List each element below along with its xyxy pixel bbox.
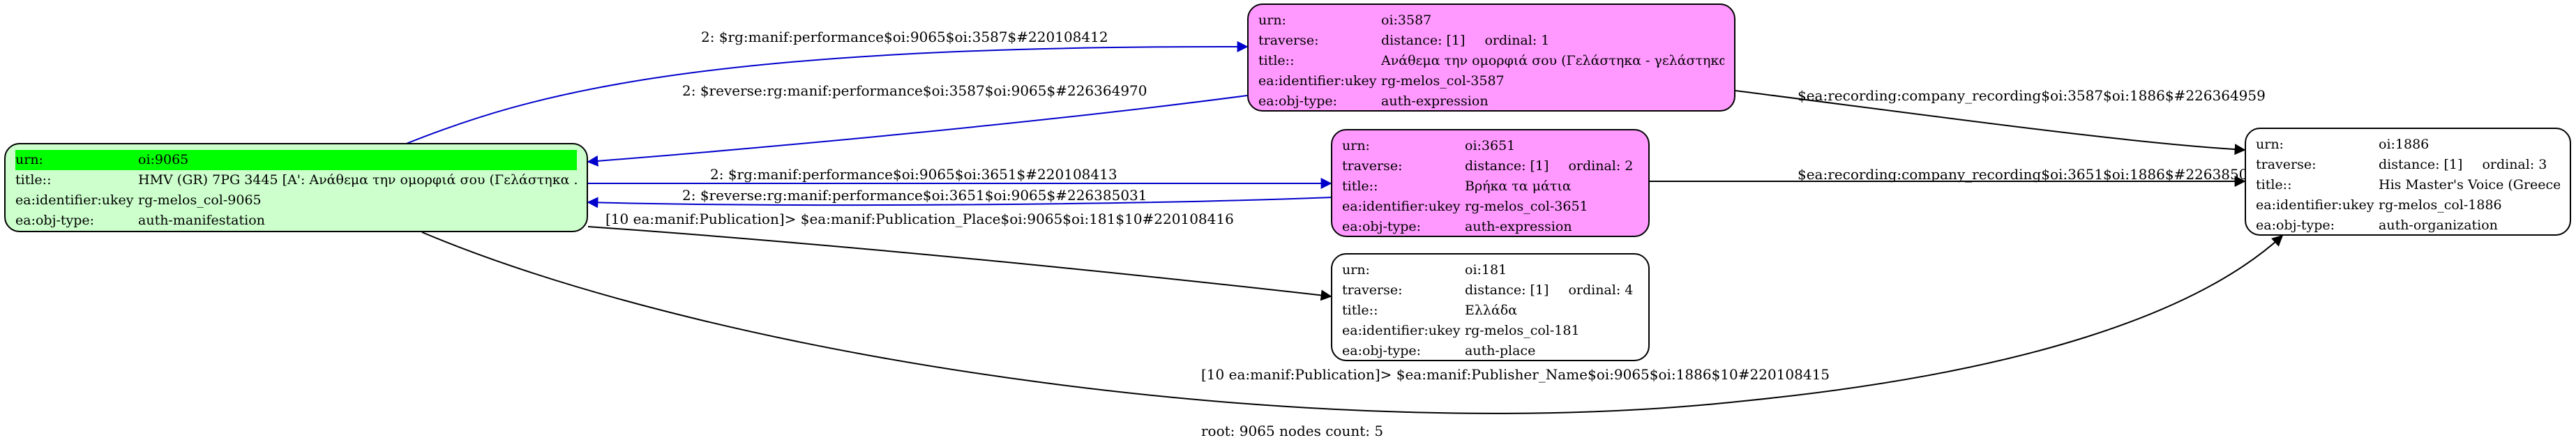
node-row-title: title:: Ελλάδα bbox=[1342, 303, 1518, 318]
node-row-urn: urn: oi:9065 bbox=[15, 150, 577, 170]
node-row-title: title:: HMV (GR) 7PG 3445 [A': Ανάθεμα τ… bbox=[15, 172, 577, 188]
node-row-obj-type: ea:obj-type: auth-organization bbox=[2256, 218, 2498, 233]
node-row-title: title:: Ανάθεμα την ομορφιά σου (Γελάστη… bbox=[1258, 53, 1724, 68]
node-row-urn: urn: oi:3651 bbox=[1342, 138, 1516, 153]
edge-label-company-recording-3587-1886: $ea:recording:company_recording$oi:3587$… bbox=[1798, 87, 2266, 104]
node-oi-3651[interactable]: urn: oi:3651 traverse: distance: [1]ordi… bbox=[1331, 129, 1650, 237]
edge-label-publisher-name-9065-1886: [10 ea:manif:Publication]> $ea:manif:Pub… bbox=[1201, 366, 1830, 383]
node-oi-1886[interactable]: urn: oi:1886 traverse: distance: [1]ordi… bbox=[2245, 128, 2571, 236]
edge-label-reverse-performance-3587-9065: 2: $reverse:rg:manif:performance$oi:3587… bbox=[682, 82, 1147, 99]
node-row-ukey: ea:identifier:ukey rg-melos_col-3651 bbox=[1342, 199, 1588, 214]
node-row-obj-type: ea:obj-type: auth-expression bbox=[1342, 219, 1572, 234]
edge-reverse-performance-3651-9065 bbox=[587, 197, 1332, 209]
node-row-ukey: ea:identifier:ukey rg-melos_col-181 bbox=[1342, 323, 1580, 338]
node-row-traverse: traverse: distance: [1]ordinal: 4 bbox=[1342, 282, 1634, 298]
node-row-urn: urn: oi:3587 bbox=[1258, 13, 1432, 28]
node-row-traverse: traverse: distance: [1]ordinal: 2 bbox=[1342, 158, 1634, 174]
edge-publisher-name-9065-1886 bbox=[421, 232, 2284, 414]
edge-label-performance-9065-3587: 2: $rg:manif:performance$oi:9065$oi:3587… bbox=[701, 29, 1108, 45]
node-row-ukey: ea:identifier:ukey rg-melos_col-1886 bbox=[2256, 197, 2502, 213]
edge-label-performance-9065-3651: 2: $rg:manif:performance$oi:9065$oi:3651… bbox=[710, 166, 1117, 183]
edge-label-company-recording-3651-1886: $ea:recording:company_recording$oi:3651$… bbox=[1798, 166, 2266, 183]
edge-company-recording-3587-1886 bbox=[1735, 90, 2246, 156]
node-row-urn: urn: oi:1886 bbox=[2256, 137, 2430, 152]
edge-publication-place-9065-181 bbox=[587, 226, 1332, 301]
graph-footer: root: 9065 nodes count: 5 bbox=[1201, 423, 1384, 439]
node-oi-9065[interactable]: urn: oi:9065 title:: HMV (GR) 7PG 3445 [… bbox=[4, 143, 588, 232]
node-oi-3587[interactable]: urn: oi:3587 traverse: distance: [1]ordi… bbox=[1247, 3, 1735, 112]
node-row-traverse: traverse: distance: [1]ordinal: 1 bbox=[1258, 33, 1550, 48]
edge-label-publication-place-9065-181: [10 ea:manif:Publication]> $ea:manif:Pub… bbox=[605, 211, 1234, 227]
node-row-title: title:: Βρήκα τα μάτια bbox=[1342, 179, 1572, 194]
node-row-obj-type: ea:obj-type: auth-place bbox=[1342, 343, 1536, 358]
node-row-obj-type: ea:obj-type: auth-manifestation bbox=[15, 213, 265, 228]
node-row-obj-type: ea:obj-type: auth-expression bbox=[1258, 93, 1489, 109]
edge-reverse-performance-3587-9065 bbox=[587, 95, 1248, 167]
edge-label-reverse-performance-3651-9065: 2: $reverse:rg:manif:performance$oi:3651… bbox=[682, 187, 1147, 204]
edge-performance-9065-3587 bbox=[404, 40, 1249, 145]
node-row-traverse: traverse: distance: [1]ordinal: 3 bbox=[2256, 157, 2547, 172]
node-row-ukey: ea:identifier:ukey rg-melos_col-3587 bbox=[1258, 73, 1505, 89]
node-oi-181[interactable]: urn: oi:181 traverse: distance: [1]ordin… bbox=[1331, 253, 1650, 361]
node-row-title: title:: His Master's Voice (Greece) bbox=[2256, 177, 2560, 192]
node-row-ukey: ea:identifier:ukey rg-melos_col-9065 bbox=[15, 192, 262, 208]
node-row-urn: urn: oi:181 bbox=[1342, 262, 1507, 278]
